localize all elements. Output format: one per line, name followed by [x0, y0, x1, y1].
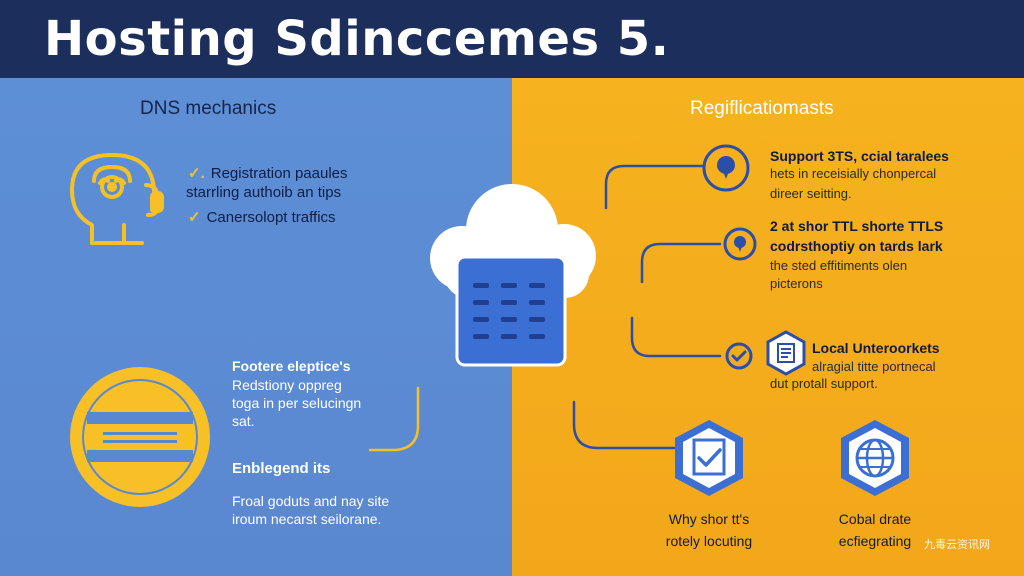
server-icon: [455, 255, 567, 367]
features-title: Footere eleptice's: [232, 358, 351, 374]
enhanced-line: Froal goduts and nay site: [232, 493, 390, 509]
document-hexagon-icon: [766, 330, 806, 376]
pin-icon: [723, 227, 757, 261]
connector-line: [630, 316, 722, 358]
list-circle-icon: [70, 367, 210, 507]
bullet-item: ✓.Registration paaules: [188, 165, 348, 182]
bullet-item: ✓Canersolopt traffics: [188, 209, 336, 226]
globe-icon: [841, 420, 909, 496]
check-circle-icon: [725, 342, 753, 370]
features-line: Redstiony oppreg: [232, 377, 342, 393]
bullet-item: starrling authoib an tips: [186, 184, 342, 201]
header-bar: Hosting Sdinccemes 5.: [0, 0, 1024, 78]
enhanced-line: iroum necarst seilorane.: [232, 511, 382, 527]
page-title: Hosting Sdinccemes 5.: [44, 11, 670, 67]
right-item-title: 2 at shor TTL shorte TTLS: [770, 218, 944, 234]
enhanced-title: Enblegend its: [232, 460, 331, 477]
features-line: sat.: [232, 413, 255, 429]
headset-head-icon: [70, 153, 164, 245]
right-item-line: alragial titte portnecal: [812, 359, 936, 374]
shield-check-icon: [675, 420, 743, 496]
connector-line: [368, 386, 420, 452]
check-icon: ✓: [188, 209, 201, 226]
connector-line: [640, 242, 722, 284]
right-item-title: Local Unteroorkets: [812, 340, 940, 356]
connector-line: [604, 164, 704, 210]
right-item-title: Support 3TS, ccial taralees: [770, 148, 949, 164]
right-item-line: the sted effitiments olen: [770, 258, 908, 273]
right-item-line: dut protall support.: [770, 376, 878, 391]
right-item-line: picterons: [770, 276, 823, 291]
right-panel: [512, 78, 1024, 576]
bottom-label: Cobal drate ecfiegrating: [838, 511, 912, 549]
right-item-line: direer seitting.: [770, 186, 852, 201]
features-line: toga in per selucingn: [232, 395, 362, 411]
watermark: 九毒云资讯网: [924, 538, 990, 551]
check-icon: ✓.: [188, 165, 205, 182]
connector-line: [572, 400, 676, 450]
bottom-label: Why shor tt's rotely locuting: [665, 511, 753, 549]
left-panel-heading: DNS mechanics: [140, 98, 277, 119]
right-item-line: hets in receisially chonpercal: [770, 166, 937, 181]
right-panel-heading: Regiflicatiomasts: [690, 98, 834, 119]
right-item-title: codrsthoptiy on tards lark: [770, 238, 943, 254]
chat-bubble-icon: [702, 144, 750, 192]
